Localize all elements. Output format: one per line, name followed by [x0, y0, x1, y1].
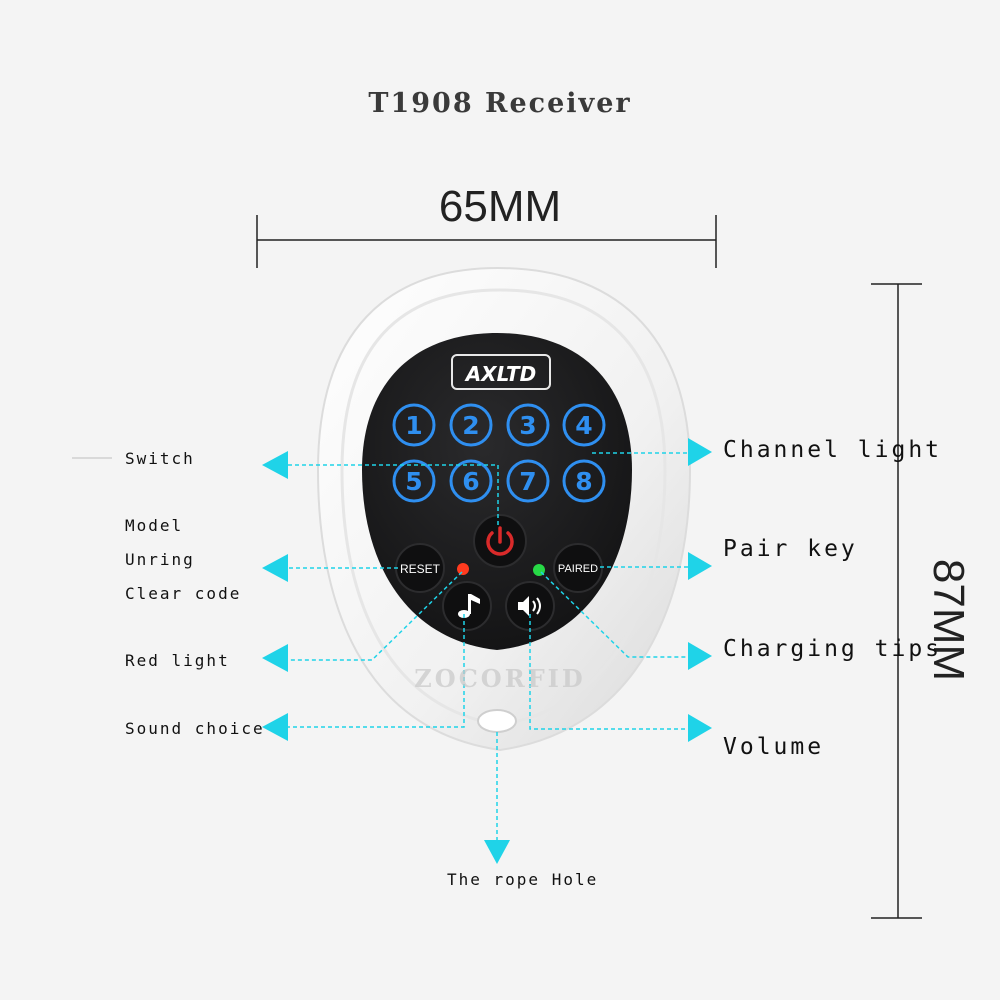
charging-tips-arrow — [688, 642, 712, 670]
red-led — [457, 563, 469, 575]
channel-number: 7 — [519, 467, 536, 496]
page-title: T1908 Receiver — [368, 88, 632, 119]
width-dimension-line — [256, 215, 717, 268]
channel-buttons: 1 2 3 4 5 6 7 8 — [392, 403, 606, 503]
paired-button[interactable]: PAIRED — [553, 543, 603, 593]
switch-arrow — [262, 451, 288, 479]
red-light-arrow — [262, 644, 288, 672]
rope-hole-arrow — [484, 840, 510, 864]
svg-text:PAIRED: PAIRED — [558, 563, 598, 575]
channel-number: 1 — [405, 411, 422, 440]
channel-number: 4 — [575, 411, 592, 440]
channel-number: 3 — [519, 411, 536, 440]
label-switch: Switch — [125, 449, 195, 468]
channel-button-4[interactable]: 4 — [562, 403, 606, 447]
sound-choice-button[interactable] — [442, 581, 492, 631]
label-model: Model — [125, 516, 184, 535]
brand-logo: AXLTD — [464, 362, 537, 386]
width-dimension-label: 65MM — [438, 182, 562, 231]
sound-choice-arrow — [262, 713, 288, 741]
label-pair-key: Pair key — [723, 536, 858, 562]
channel-button-2[interactable]: 2 — [449, 403, 493, 447]
svg-text:RESET: RESET — [400, 562, 441, 576]
volume-arrow — [688, 714, 712, 742]
switch-leader — [288, 464, 499, 525]
watermark: ZOCORFID — [414, 664, 586, 693]
label-charging-tips: Charging tips — [723, 636, 943, 662]
channel-button-1[interactable]: 1 — [392, 403, 436, 447]
label-sound-choice: Sound choice — [125, 719, 265, 738]
charging-tips-leader — [540, 571, 688, 658]
volume-leader — [529, 614, 688, 730]
channel-button-6[interactable]: 6 — [449, 459, 493, 503]
channel-number: 2 — [462, 411, 479, 440]
brand-logo-frame — [451, 354, 551, 390]
power-icon — [486, 531, 514, 556]
channel-light-arrow — [688, 438, 712, 466]
channel-button-8[interactable]: 8 — [562, 459, 606, 503]
height-dimension-line — [871, 283, 922, 919]
speaker-icon — [518, 596, 541, 616]
channel-button-5[interactable]: 5 — [392, 459, 436, 503]
channel-button-7[interactable]: 7 — [506, 459, 550, 503]
channel-number: 5 — [405, 467, 422, 496]
label-unring: Unring — [125, 550, 195, 569]
label-red-light: Red light — [125, 651, 230, 670]
label-volume: Volume — [723, 734, 825, 760]
rope-hole — [477, 709, 517, 733]
label-channel-light: Channel light — [723, 437, 943, 463]
power-button[interactable] — [473, 514, 527, 568]
pair-key-arrow — [688, 552, 712, 580]
height-dimension-label: 87MM — [924, 558, 973, 682]
reset-button[interactable]: RESET — [395, 543, 445, 593]
channel-button-3[interactable]: 3 — [506, 403, 550, 447]
clear-code-arrow — [262, 554, 288, 582]
channel-number: 8 — [575, 467, 592, 496]
sound-choice-leader — [288, 614, 465, 728]
label-clear-code: Clear code — [125, 584, 242, 603]
channel-number: 6 — [462, 467, 479, 496]
label-rope-hole: The rope Hole — [447, 870, 599, 889]
